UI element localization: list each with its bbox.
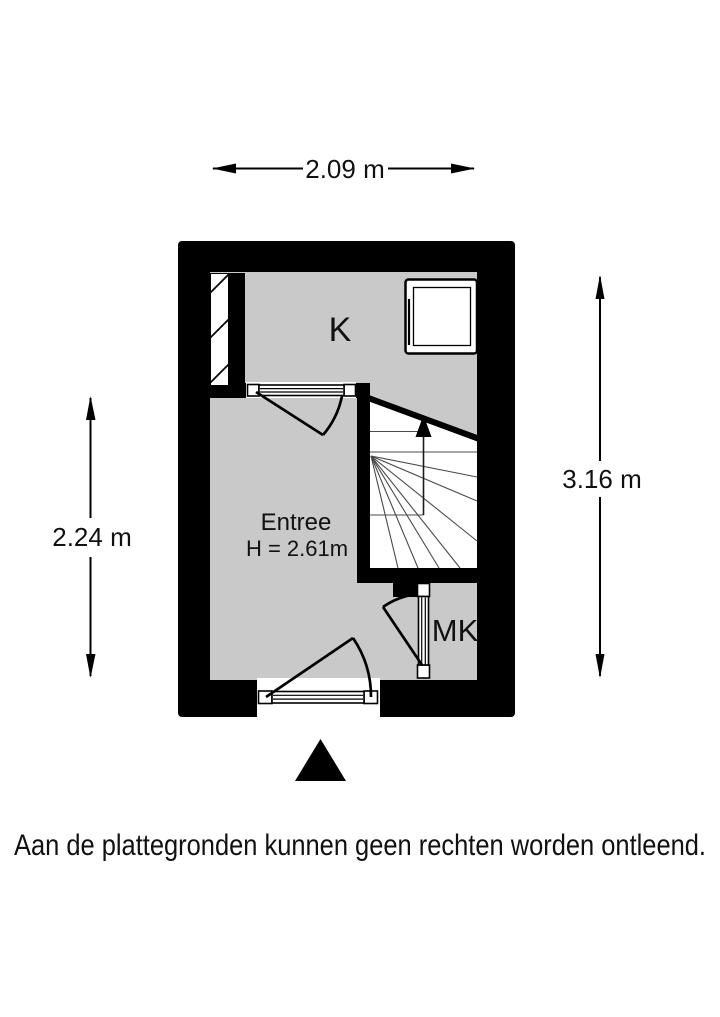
room-ceiling-height-label: H = 2.61m	[246, 536, 348, 561]
dimension-right-label: 3.16 m	[562, 464, 642, 494]
chimney-hatch	[211, 274, 228, 385]
arrowhead-up-icon	[595, 275, 605, 299]
dimension-top-label: 2.09 m	[305, 154, 385, 184]
dimension-right: 3.16 m	[562, 275, 642, 678]
disclaimer-text: Aan de plattegronden kunnen geen rechten…	[14, 829, 706, 862]
door-meter-closet	[381, 582, 431, 679]
arrowhead-up-icon	[86, 396, 96, 420]
arrowhead-right-icon	[451, 163, 475, 174]
dimension-left-label: 2.24 m	[52, 522, 132, 552]
door-front	[257, 636, 380, 717]
staircase	[365, 394, 480, 569]
kitchen-appliance	[404, 278, 479, 355]
door-hinge-block	[416, 664, 431, 679]
door-kitchen	[246, 382, 357, 437]
room-label-meter-closet: MK	[432, 613, 479, 648]
door-leaf-bar	[417, 595, 430, 666]
door-hinge-block	[416, 582, 431, 598]
arrowhead-left-icon	[212, 163, 236, 174]
arrowhead-down-icon	[86, 654, 96, 678]
stairs-up-arrow-icon	[415, 415, 432, 515]
door-hinge-block	[343, 383, 357, 397]
door-leaf-bar	[271, 690, 365, 704]
dimension-left: 2.24 m	[52, 396, 132, 678]
dimension-top: 2.09 m	[212, 154, 475, 184]
arrowhead-down-icon	[595, 654, 605, 678]
entrance-arrow-icon	[295, 739, 346, 781]
room-label-entree: Entree	[261, 509, 332, 536]
door-leaf-bar	[258, 384, 345, 397]
room-label-kitchen: K	[329, 311, 352, 349]
